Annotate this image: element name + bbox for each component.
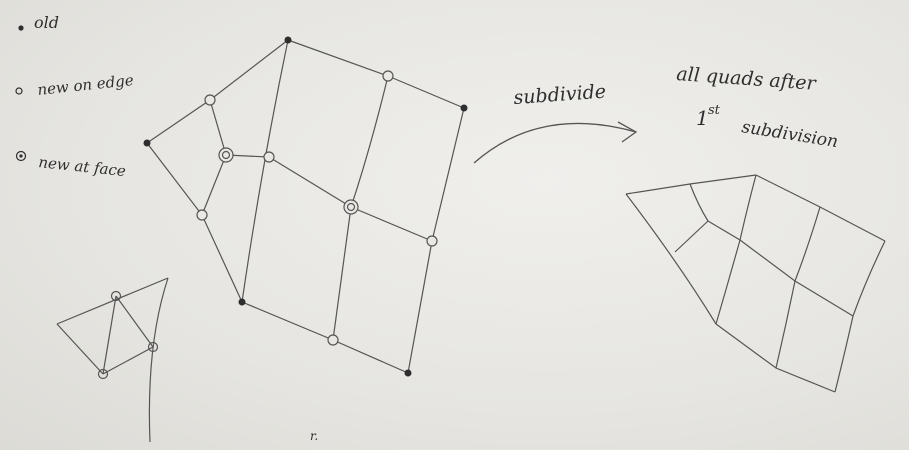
edge-vertex	[382, 70, 394, 82]
caption-subdivision: subdivision	[740, 117, 839, 152]
legend-face-dot	[15, 150, 27, 162]
edge-vertex	[426, 235, 438, 247]
caption-ordinal-number: 1	[696, 106, 709, 130]
result-quad-mesh	[625, 174, 886, 393]
edge-vertex	[204, 94, 216, 106]
old-vertices	[143, 36, 468, 377]
edge-vertices	[196, 70, 438, 346]
legend-edge-dot	[15, 87, 23, 95]
edge-vertex	[327, 334, 339, 346]
stray-mark: r.	[310, 429, 318, 443]
caption-line2: 1 st subdivision	[696, 103, 839, 152]
subdivide-arrow	[473, 121, 638, 164]
old-vertex-top	[284, 36, 292, 44]
caption-line1: all quads after	[676, 63, 819, 95]
subdivide-label: subdivide	[513, 81, 607, 109]
legend-face-label: new at face	[38, 153, 127, 180]
legend-face-dot-inner	[19, 154, 23, 158]
old-vertex-bottom-right	[404, 369, 412, 377]
edge-vertex	[196, 209, 208, 221]
pentagon-mesh	[146, 39, 465, 374]
face-vertex-inner	[346, 202, 356, 212]
old-vertex-bottom-left	[238, 298, 246, 306]
old-vertex-left	[143, 139, 151, 147]
edge-vertex	[263, 151, 275, 163]
face-vertices	[218, 147, 359, 215]
legend-old-dot	[18, 25, 24, 31]
small-triangle-sketch	[56, 277, 169, 443]
caption-ordinal-suffix: st	[708, 103, 721, 118]
legend: old new on edge new at face	[15, 13, 135, 180]
legend-edge-label: new on edge	[37, 71, 135, 99]
legend-old-label: old	[34, 13, 59, 32]
face-vertex-inner	[221, 150, 231, 160]
old-vertex-right	[460, 104, 468, 112]
